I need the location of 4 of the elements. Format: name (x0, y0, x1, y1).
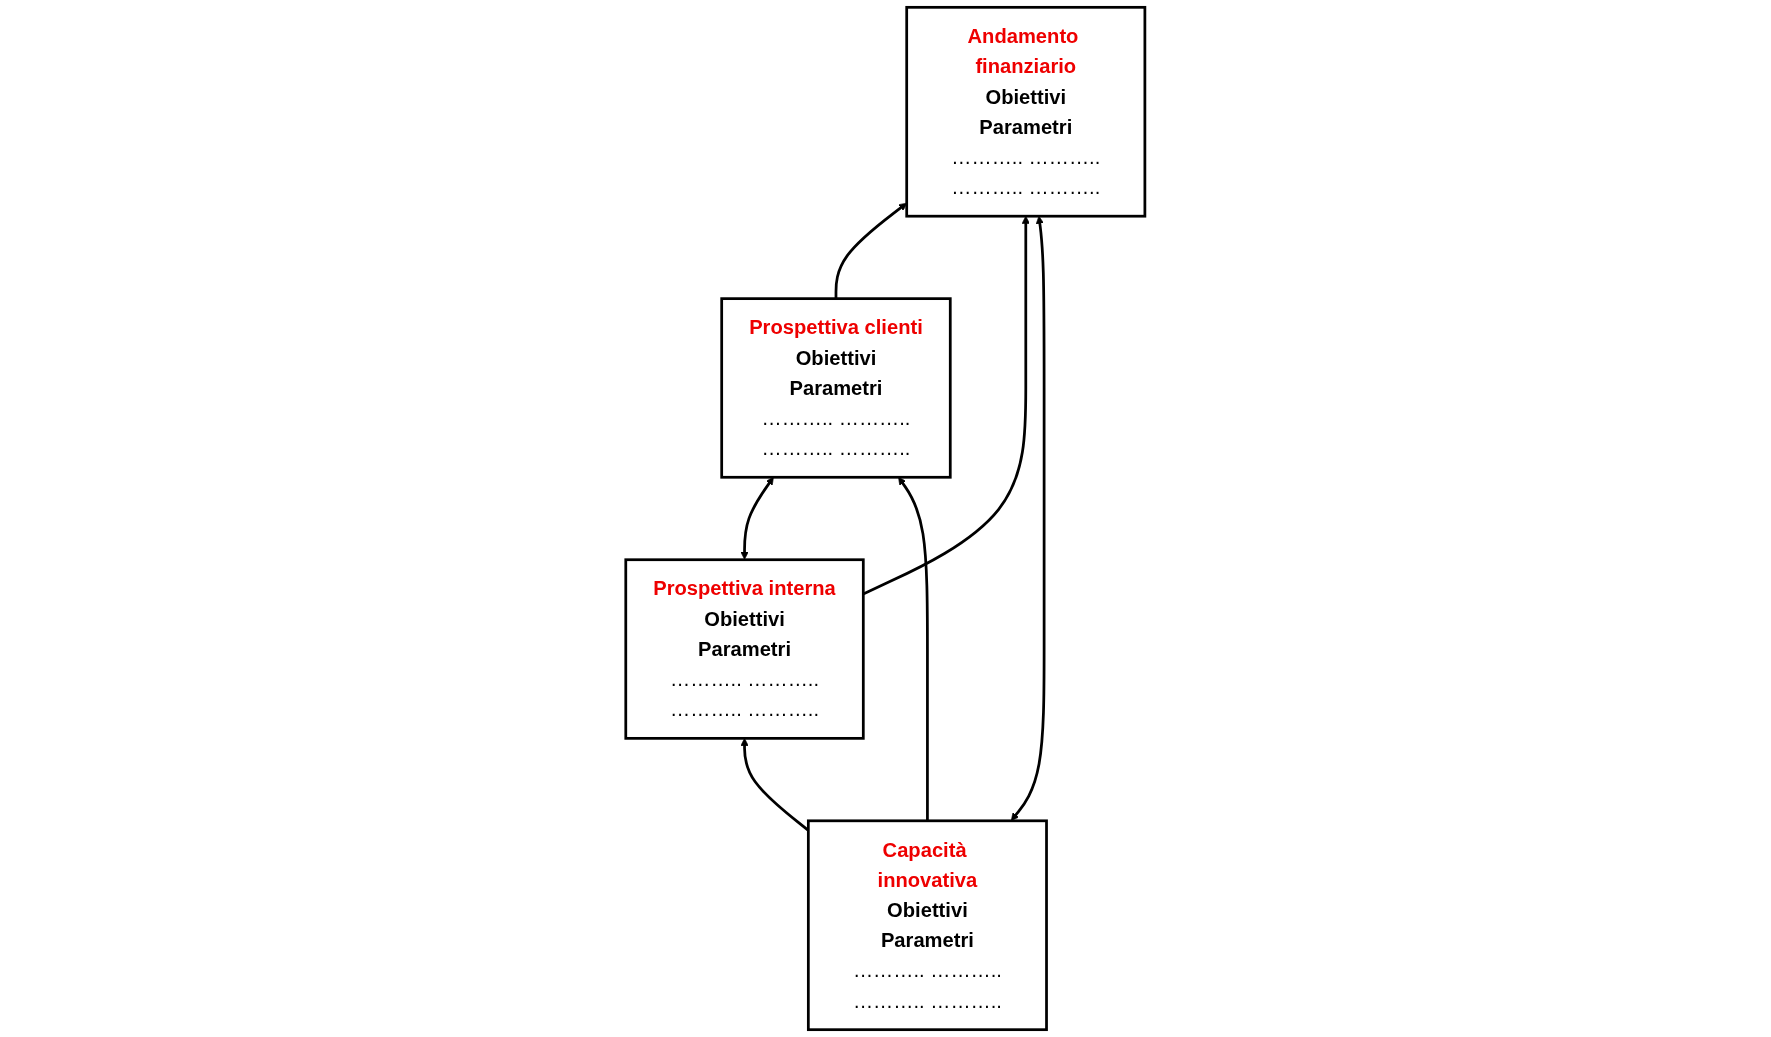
node-box: Andamento finanziario Obiettivi Parametri ……….. ……….. ……….. ……….. (905, 5, 1147, 218)
node-box: Prospettiva clienti Obiettivi Parametri ……….. ……….. ……….. ……….. (720, 297, 952, 479)
node-box: Prospettiva interna Obiettivi Parametri ……….. ……….. ……….. ……….. (624, 558, 865, 740)
node-box: Capacità innovativa Obiettivi Parametri ……….. ……….. ……….. ……….. (807, 819, 1049, 1032)
